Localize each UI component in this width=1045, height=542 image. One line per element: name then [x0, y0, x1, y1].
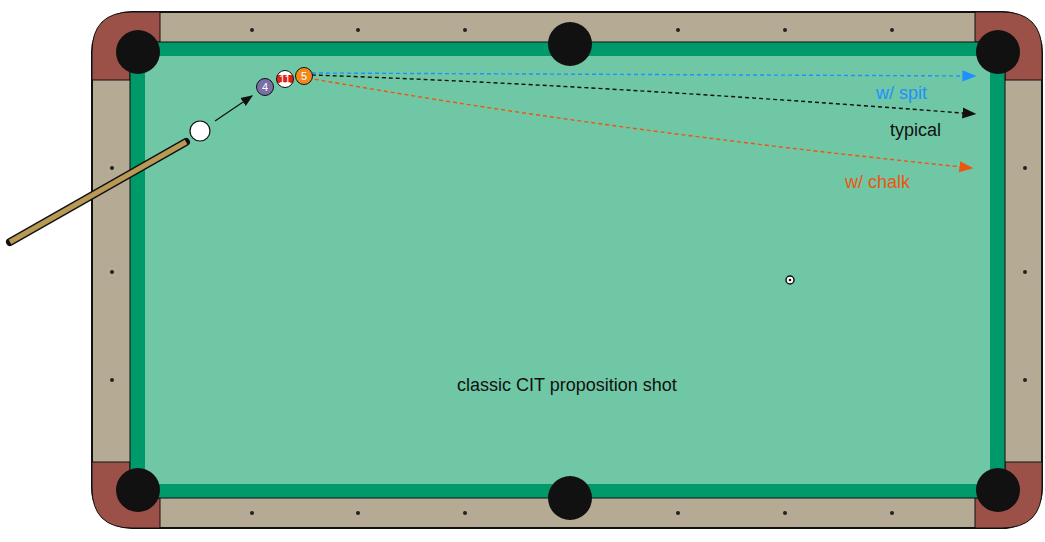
ball-5: 5 [295, 67, 313, 85]
ball-number: 4 [262, 82, 268, 93]
ball-number: 5 [301, 71, 307, 82]
caption-label: classic CIT proposition shot [457, 376, 677, 396]
ball-number: 11 [279, 74, 290, 85]
ball-4: 4 [256, 78, 274, 96]
path-label: w/ chalk [845, 173, 910, 193]
ball-11: 11 [276, 70, 294, 88]
path-label: w/ spit [876, 84, 927, 104]
path-label: typical [890, 121, 941, 141]
